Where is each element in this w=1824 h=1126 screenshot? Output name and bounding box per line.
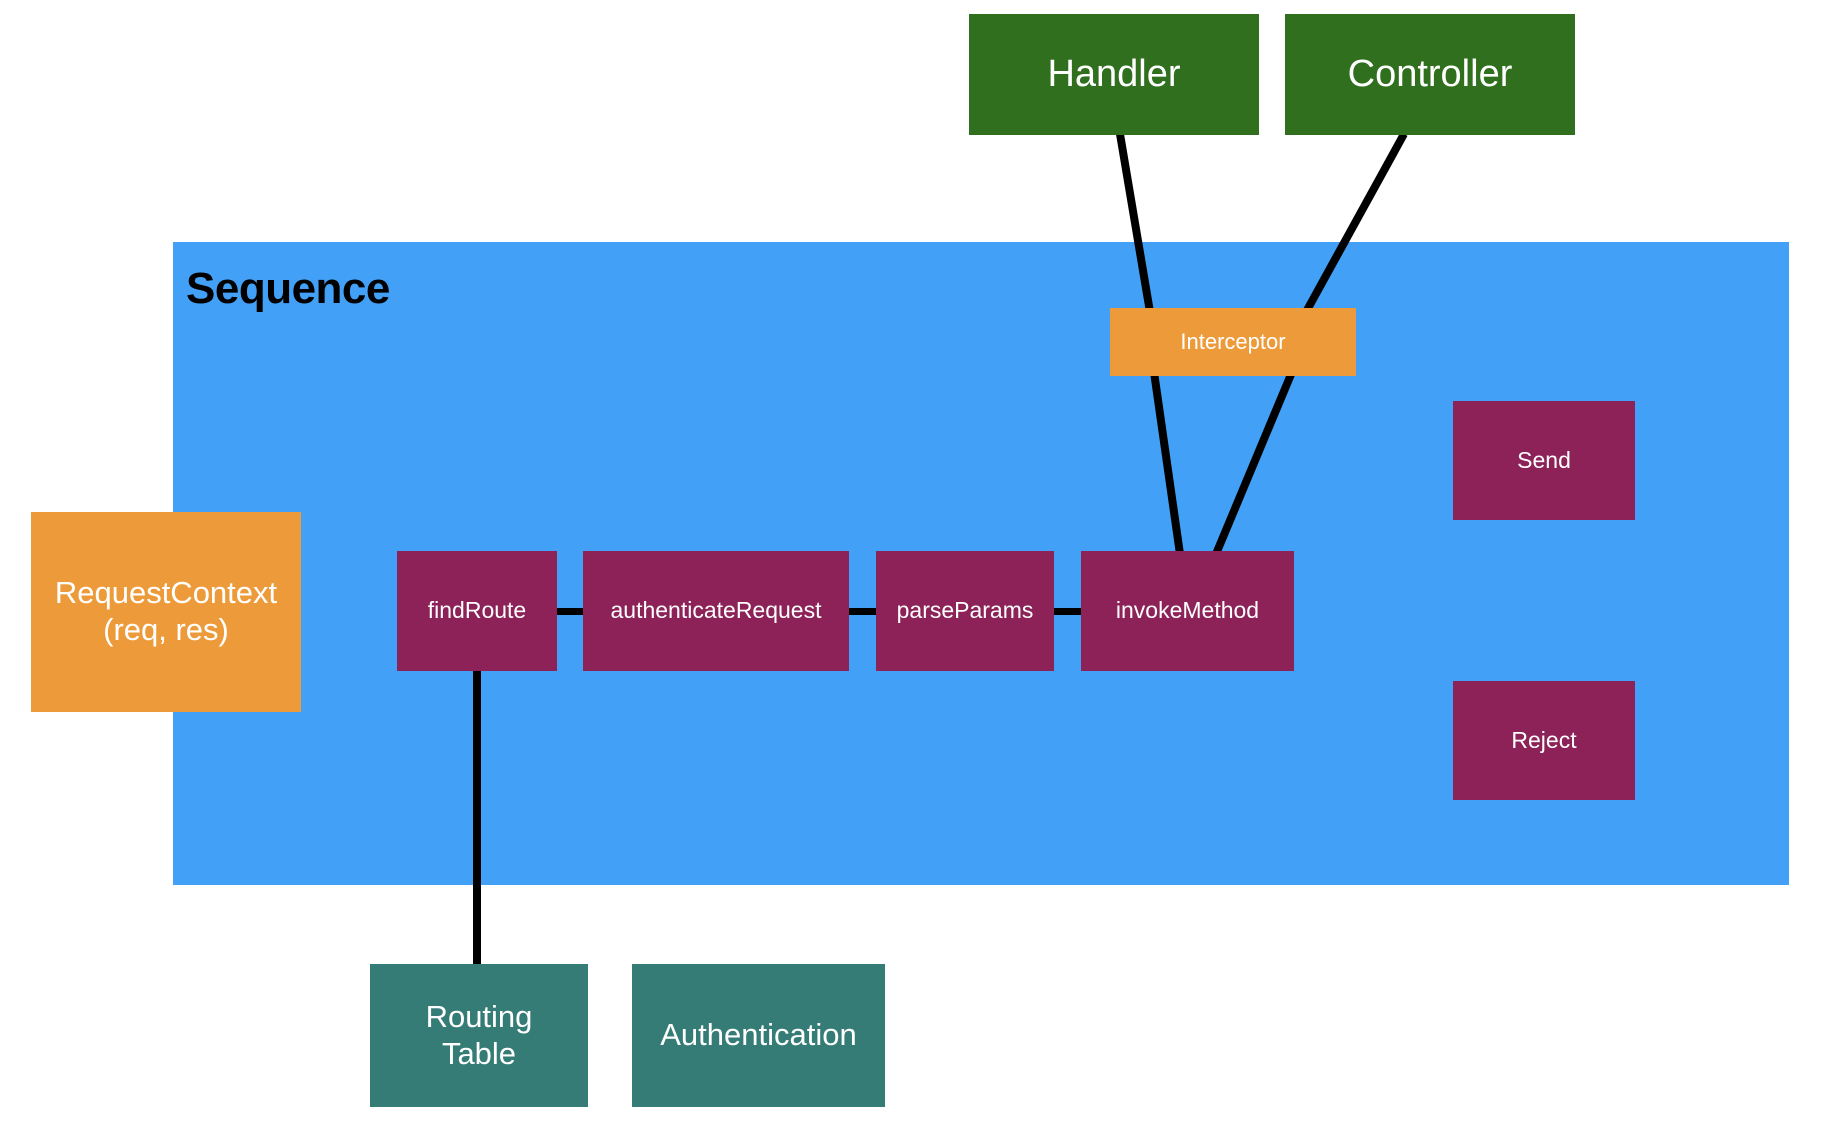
edge-authenticaterequest-parseparams — [845, 608, 879, 615]
node-parse-params[interactable]: parseParams — [876, 551, 1054, 671]
node-authentication[interactable]: Authentication — [632, 964, 885, 1107]
edge-parseparams-invokemethod — [1050, 608, 1084, 615]
node-send[interactable]: Send — [1453, 401, 1635, 520]
sequence-title: Sequence — [186, 264, 390, 313]
node-request-context[interactable]: RequestContext (req, res) — [31, 512, 301, 712]
node-authenticate-request[interactable]: authenticateRequest — [583, 551, 849, 671]
node-reject[interactable]: Reject — [1453, 681, 1635, 800]
node-interceptor[interactable]: Interceptor — [1110, 308, 1356, 376]
edge-findroute-authenticaterequest — [551, 608, 587, 615]
node-handler[interactable]: Handler — [969, 14, 1259, 135]
node-invoke-method[interactable]: invokeMethod — [1081, 551, 1294, 671]
node-controller[interactable]: Controller — [1285, 14, 1575, 135]
node-routing-table[interactable]: Routing Table — [370, 964, 588, 1107]
node-find-route[interactable]: findRoute — [397, 551, 557, 671]
